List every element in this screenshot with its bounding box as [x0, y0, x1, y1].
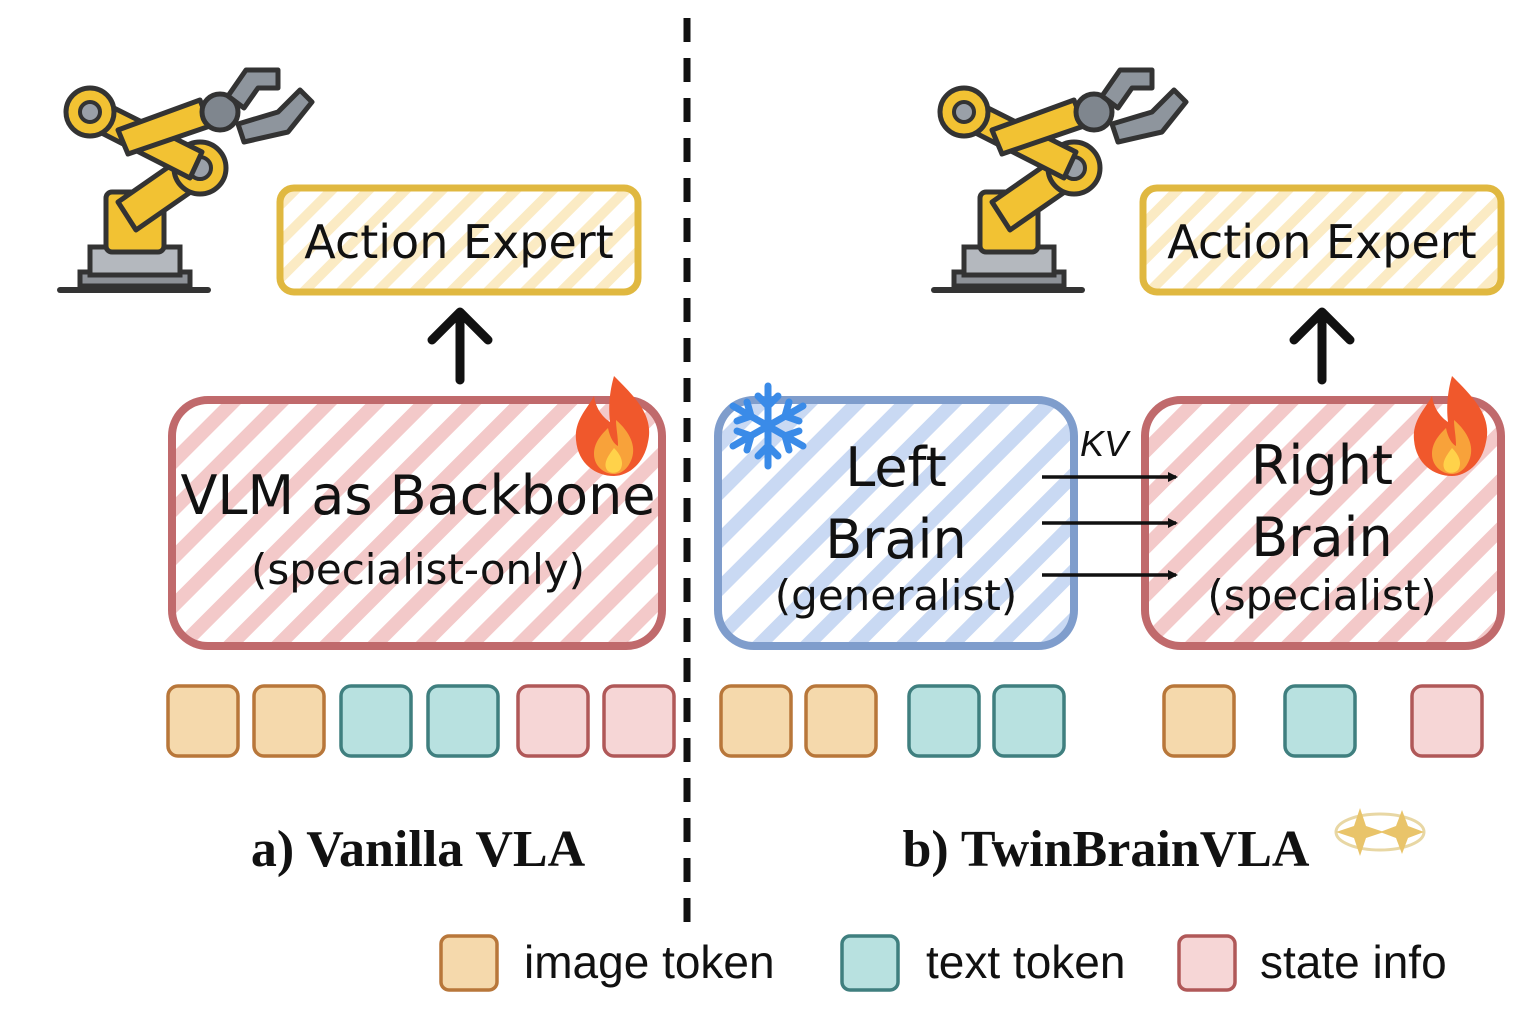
- text-token: [339, 684, 413, 758]
- legend-label-state: state info: [1260, 936, 1447, 988]
- image-token: [719, 684, 793, 758]
- vlm-backbone-subtitle: (specialist-only): [251, 545, 585, 594]
- up-arrow-head: [1289, 307, 1355, 345]
- state-token: [1410, 684, 1484, 758]
- image-token: [1162, 684, 1236, 758]
- right-brain-line2: Brain: [1251, 506, 1393, 569]
- legend-swatch-state: [1177, 934, 1237, 992]
- fire-icon: [575, 376, 650, 476]
- token-row-a: [166, 684, 676, 758]
- caption-a: a) Vanilla VLA: [251, 821, 586, 878]
- text-token: [907, 684, 981, 758]
- image-token: [252, 684, 326, 758]
- left-brain-line1: Left: [845, 436, 947, 499]
- legend-label-text: text token: [926, 936, 1125, 988]
- legend-label-image: image token: [524, 936, 775, 988]
- left-brain-line2: Brain: [825, 508, 967, 571]
- panel-b: Action Expert Left Brain (generalist) Ri…: [714, 70, 1505, 878]
- state-token: [602, 684, 676, 758]
- sparkle-icon: [1334, 808, 1426, 856]
- action-expert-label: Action Expert: [304, 215, 613, 269]
- text-token: [426, 684, 500, 758]
- caption-b: b) TwinBrainVLA: [903, 821, 1310, 878]
- image-token: [804, 684, 878, 758]
- right-brain-line1: Right: [1251, 434, 1393, 497]
- right-brain-line3: (specialist): [1207, 571, 1436, 620]
- left-brain-line3: (generalist): [775, 571, 1017, 620]
- token-row-b-left: [719, 684, 1066, 758]
- text-token: [992, 684, 1066, 758]
- legend: image token text token state info: [439, 934, 1447, 992]
- legend-swatch-text: [840, 934, 900, 992]
- vlm-backbone-title: VLM as Backbone: [180, 464, 655, 527]
- robot-arm-icon: [60, 70, 312, 290]
- action-expert-box: [1139, 184, 1505, 296]
- fire-icon: [1413, 376, 1488, 476]
- token-row-b-right: [1162, 684, 1484, 758]
- text-token: [1283, 684, 1357, 758]
- panel-a: Action Expert VLM as Backbone (specialis…: [60, 70, 676, 878]
- up-arrow-head: [427, 307, 493, 345]
- action-expert-box: [276, 184, 642, 296]
- action-expert-label: Action Expert: [1167, 215, 1476, 269]
- vlm-backbone-box: [168, 396, 666, 650]
- image-token: [166, 684, 240, 758]
- legend-swatch-image: [439, 934, 499, 992]
- state-token: [516, 684, 590, 758]
- kv-label: KV: [1080, 423, 1131, 464]
